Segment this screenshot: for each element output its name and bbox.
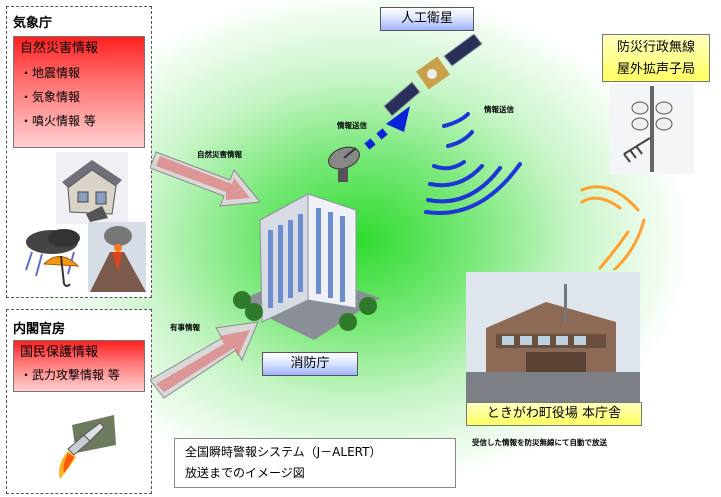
fire-agency-label: 消防庁 [262,352,358,376]
cabinet-panel [6,309,152,494]
jma-item-eruption: ・噴火情報 等 [20,114,96,128]
wireless-line1: 防災行政無線 [616,40,695,55]
wireless-label: 防災行政無線 屋外拡声子局 [602,34,710,82]
uplink-arrow [364,106,410,150]
natural-info-label: 自然災害情報 [197,150,242,159]
volcano-icon [88,222,146,292]
civil-protection-box: 国民保護情報 ・武力攻撃情報 等 [13,340,145,392]
jma-item-earthquake: ・地震情報 [20,66,81,80]
emergency-info-label: 有事情報 [170,323,200,332]
broadcast-waves-orange [580,185,646,270]
jma-title: 気象庁 [13,16,53,31]
townhall-photo [466,272,640,402]
emergency-info-arrow [150,321,259,399]
satellite-dish-icon [328,146,360,182]
satellite-icon [383,34,483,116]
storm-umbrella-icon [25,229,80,287]
townhall-label: ときがわ町役場 本庁舎 [466,402,642,426]
broadcast-waves-blue [424,112,522,215]
broadcast-note: 受信した情報を防災無線にて自動で放送 [472,438,607,447]
cabinet-title: 内閣官房 [13,322,66,337]
wireless-line2: 屋外拡声子局 [616,62,695,77]
downlink-label: 情報送信 [484,105,514,114]
collapsed-house-icon [56,152,128,224]
caption-line1: 全国瞬時警報システム（J－ALERT） [185,445,382,459]
fire-agency-building-icon [233,193,380,340]
civil-protection-title: 国民保護情報 [20,345,99,360]
satellite-label: 人工衛星 [380,7,474,31]
jma-item-weather: ・気象情報 [20,90,81,104]
uplink-label: 情報送信 [337,121,367,130]
caption-line2: 放送までのイメージ図 [185,466,305,480]
natural-disaster-title: 自然災害情報 [20,41,99,56]
natural-info-arrow [150,151,261,207]
missile-icon [59,415,116,479]
cabinet-item-attack: ・武力攻撃情報 等 [20,368,120,382]
natural-disaster-box: 自然災害情報 ・地震情報 ・気象情報 ・噴火情報 等 [13,36,145,148]
loudspeaker-pole-icon [610,84,694,174]
caption-box: 全国瞬時警報システム（J－ALERT） 放送までのイメージ図 [174,438,456,488]
